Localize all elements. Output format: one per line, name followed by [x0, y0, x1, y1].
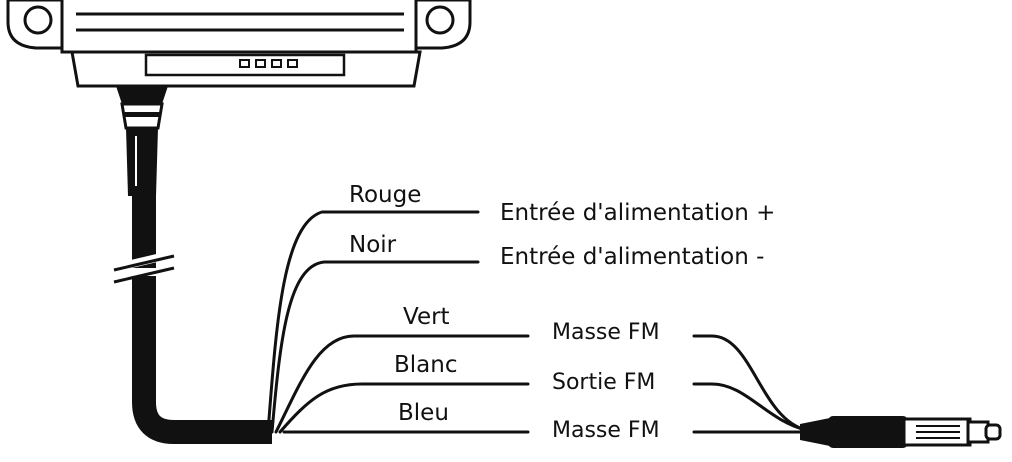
- wire-label-bleu: Bleu: [398, 400, 449, 426]
- wire-rouge: [266, 210, 480, 434]
- wire-vert: [274, 334, 530, 434]
- rca-plug-icon: [800, 416, 1002, 448]
- wire-label-vert: Vert: [403, 304, 450, 330]
- head-unit-icon: [6, 0, 472, 88]
- wire-label-noir: Noir: [349, 232, 397, 258]
- function-label-masse-fm-1: Masse FM: [552, 320, 660, 345]
- function-label-sortie-fm: Sortie FM: [552, 370, 656, 395]
- wire-label-rouge: Rouge: [349, 182, 422, 208]
- function-label-alim-minus: Entrée d'alimentation -: [500, 244, 765, 270]
- cable-strain-relief: [116, 86, 168, 196]
- function-label-alim-plus: Entrée d'alimentation +: [500, 200, 776, 226]
- wire-blanc: [278, 382, 530, 434]
- wire-masse-fm-1-to-rca: [692, 334, 808, 432]
- function-label-masse-fm-2: Masse FM: [552, 418, 660, 443]
- main-cable: [132, 196, 272, 444]
- wire-sortie-fm-to-rca: [692, 382, 808, 432]
- cut-mark-icon: [113, 250, 175, 284]
- wire-noir: [270, 260, 480, 434]
- wire-label-blanc: Blanc: [394, 352, 458, 378]
